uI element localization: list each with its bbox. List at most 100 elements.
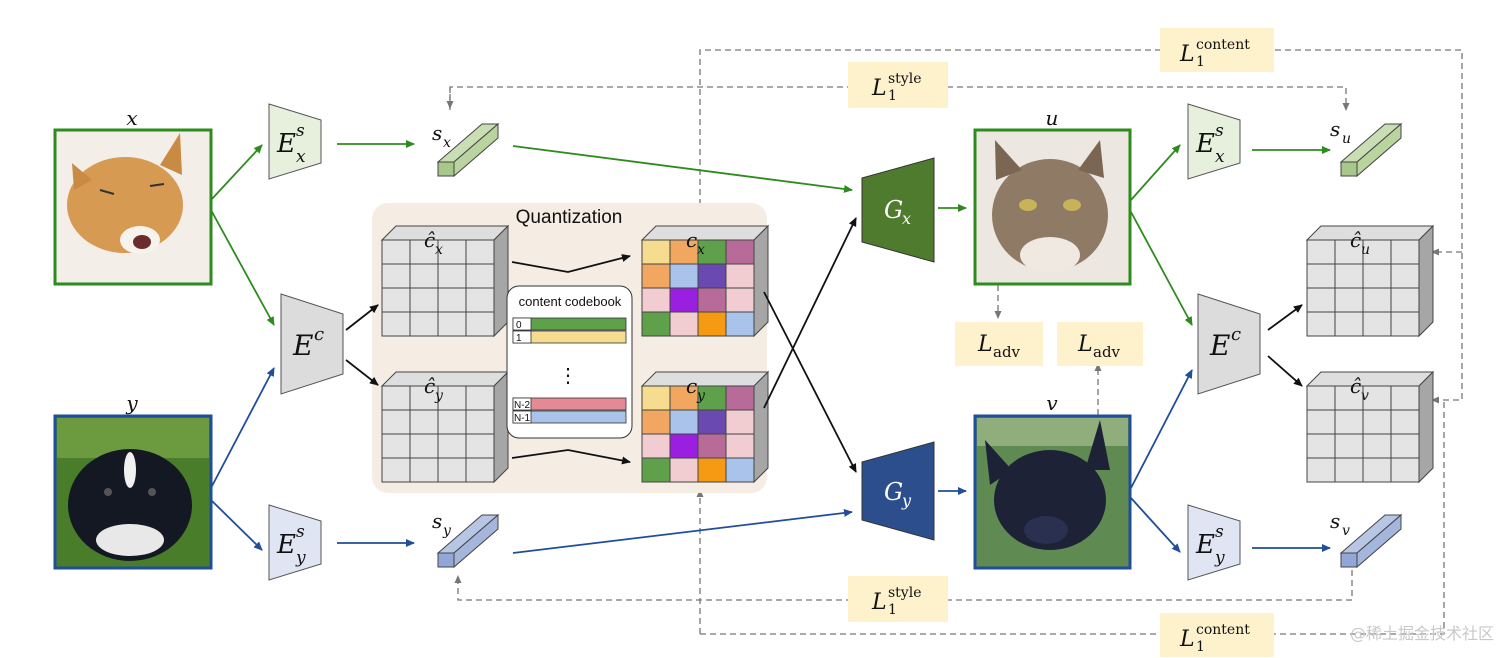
svg-text:1: 1 (516, 333, 522, 344)
loss-style-top: L style 1 (848, 62, 948, 108)
svg-text:1: 1 (888, 88, 897, 104)
svg-text:L: L (871, 590, 887, 615)
quantization-title: Quantization (516, 207, 623, 228)
svg-text:E: E (1195, 129, 1215, 159)
content-cube-c-x: c x (640, 224, 770, 338)
output-image-u: u (973, 106, 1132, 286)
svg-text:G: G (884, 196, 903, 224)
codebook-title: content codebook (519, 294, 622, 309)
input-label-x: x (126, 106, 137, 130)
svg-text:ĉ: ĉ (1350, 374, 1361, 398)
svg-text:content: content (1196, 37, 1250, 53)
svg-text:L: L (1179, 42, 1195, 67)
content-cube-c-hat-x: ĉ x (381, 225, 509, 337)
svg-text:s: s (432, 509, 442, 533)
loss-content-bottom: L content 1 (1160, 613, 1274, 657)
svg-text:x: x (902, 209, 911, 228)
content-cube-c-hat-y: ĉ y (381, 371, 509, 483)
svg-text:adv: adv (1093, 343, 1121, 361)
svg-text:c: c (686, 374, 697, 398)
svg-text:E: E (276, 530, 296, 560)
input-image-y: y (53, 391, 213, 570)
black-arrows (345, 217, 1303, 473)
svg-text:y: y (901, 491, 912, 510)
svg-text:c: c (314, 324, 324, 345)
loss-adv-right: L adv (1057, 322, 1143, 366)
content-codebook: content codebook 0 1 ⋮ N-2 N-1 (506, 285, 633, 439)
svg-text:s: s (296, 121, 305, 141)
svg-text:0: 0 (516, 320, 522, 331)
svg-text:s: s (1215, 522, 1224, 542)
style-encoder-v: E s y (1187, 504, 1241, 581)
svg-text:x: x (435, 242, 443, 258)
style-encoder-y: E s y (268, 504, 322, 581)
content-cube-c-hat-v: ĉ v (1306, 371, 1434, 483)
input-label-y: y (125, 391, 138, 415)
svg-text:N-1: N-1 (514, 413, 531, 424)
svg-text:G: G (884, 478, 903, 506)
svg-text:1: 1 (888, 602, 897, 618)
generator-x: G x (861, 157, 935, 263)
style-code-s-x: s x (432, 121, 500, 178)
svg-text:L: L (1077, 332, 1093, 357)
svg-text:E: E (276, 129, 296, 159)
svg-text:s: s (1215, 121, 1224, 141)
svg-text:⋮: ⋮ (558, 365, 578, 387)
svg-text:s: s (432, 121, 442, 145)
svg-text:adv: adv (993, 343, 1021, 361)
content-cube-c-hat-u: ĉ u (1306, 225, 1434, 337)
svg-text:L: L (871, 76, 887, 101)
output-label-u: u (1046, 106, 1059, 130)
svg-text:y: y (434, 388, 444, 404)
blue-arrows (210, 367, 1331, 554)
svg-text:x: x (443, 135, 451, 151)
svg-text:L: L (1179, 627, 1195, 652)
svg-text:E: E (292, 329, 313, 362)
svg-text:x: x (697, 242, 705, 258)
svg-text:ĉ: ĉ (1350, 228, 1361, 252)
svg-text:y: y (1214, 548, 1225, 568)
svg-text:s: s (1330, 117, 1340, 141)
style-encoder-x: E s x (268, 103, 322, 180)
svg-text:v: v (1361, 388, 1369, 404)
svg-text:ĉ: ĉ (424, 374, 435, 398)
content-cube-c-y: c y (640, 370, 770, 484)
svg-text:c: c (686, 228, 697, 252)
svg-text:s: s (296, 522, 305, 542)
svg-text:E: E (1195, 530, 1215, 560)
style-code-s-u: s u (1330, 117, 1403, 178)
svg-text:u: u (1361, 242, 1370, 258)
loss-style-bottom: L style 1 (848, 576, 948, 622)
input-image-x: x (53, 106, 213, 286)
svg-text:u: u (1342, 131, 1351, 147)
style-code-s-v: s v (1330, 509, 1403, 569)
svg-text:x: x (1215, 147, 1225, 167)
svg-text:1: 1 (1196, 54, 1205, 70)
svg-text:style: style (888, 71, 921, 87)
style-encoder-u: E s x (1187, 103, 1241, 180)
content-encoder-left: E c (280, 293, 344, 395)
svg-text:y: y (442, 523, 452, 539)
svg-text:E: E (1209, 329, 1230, 362)
svg-text:x: x (296, 147, 306, 167)
generator-y: G y (861, 441, 935, 541)
loss-adv-left: L adv (955, 322, 1043, 366)
output-label-v: v (1046, 391, 1058, 415)
loss-content-top: L content 1 (1160, 28, 1274, 72)
watermark: @稀土掘金技术社区 (1349, 624, 1494, 643)
output-image-v: v (973, 391, 1132, 570)
svg-text:1: 1 (1196, 639, 1205, 655)
svg-text:L: L (977, 332, 993, 357)
svg-text:c: c (1231, 324, 1241, 345)
svg-text:style: style (888, 585, 921, 601)
svg-text:s: s (1330, 509, 1340, 533)
content-encoder-right: E c (1197, 293, 1261, 395)
svg-text:N-2: N-2 (514, 400, 531, 411)
svg-text:v: v (1342, 523, 1350, 539)
svg-text:content: content (1196, 622, 1250, 638)
svg-text:y: y (696, 388, 706, 404)
svg-text:ĉ: ĉ (424, 228, 435, 252)
green-arrows (210, 140, 1331, 326)
svg-text:y: y (295, 548, 306, 568)
